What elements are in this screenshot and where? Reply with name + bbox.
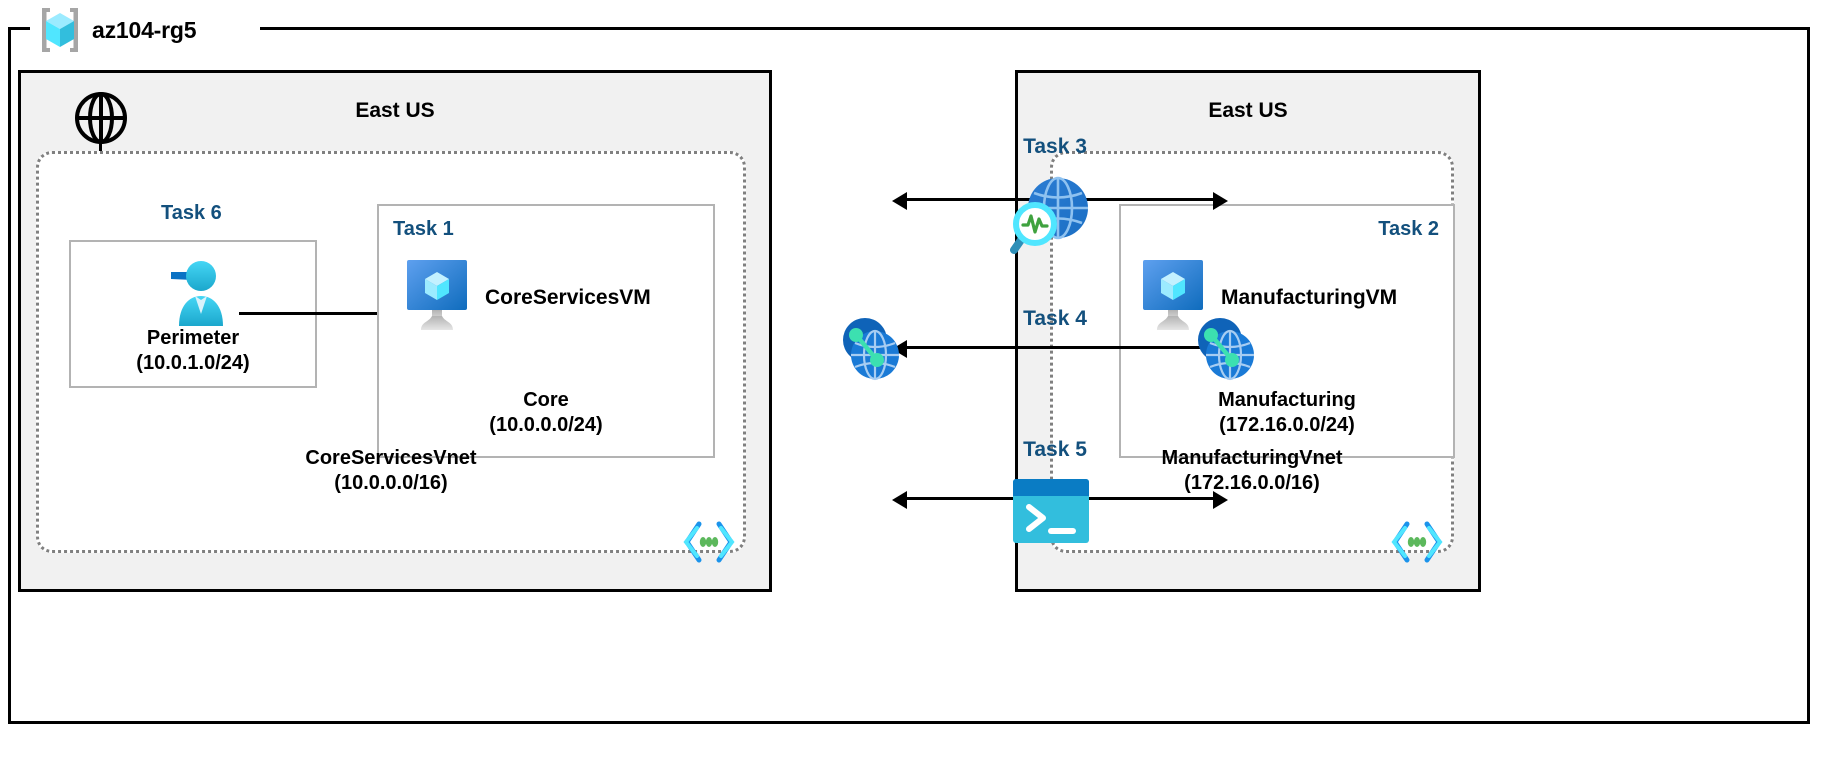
resource-group-name: az104-rg5 bbox=[92, 16, 197, 43]
vnet-label-coreservicesvnet: CoreServicesVnet (10.0.0.0/16) bbox=[39, 446, 743, 496]
resource-group-header: az104-rg5 bbox=[34, 4, 197, 56]
vnet-manufacturingvnet: Task 2 bbox=[1050, 151, 1455, 563]
vnet-label-manufacturingvnet: ManufacturingVnet (172.16.0.0/16) bbox=[1053, 446, 1451, 496]
task5-arrowhead-right bbox=[1213, 491, 1228, 509]
task-label-task5: Task 5 bbox=[1023, 438, 1087, 461]
resource-group-frame bbox=[8, 27, 1810, 724]
subnet-manufacturing-cidr: (172.16.0.0/24) bbox=[1219, 413, 1355, 436]
vnet-cidr-coreservicesvnet: (10.0.0.0/16) bbox=[334, 471, 448, 494]
subnet-core-caption: Core (10.0.0.0/24) bbox=[379, 388, 713, 438]
bastion-user-icon bbox=[71, 256, 315, 330]
virtual-machine-icon bbox=[1141, 258, 1207, 337]
region-east-us-right: East US Task 2 bbox=[1015, 70, 1481, 592]
vnet-peering-icon bbox=[838, 312, 904, 386]
task3-arrowhead-left bbox=[892, 192, 907, 210]
vnet-cidr-manufacturingvnet: (172.16.0.0/16) bbox=[1184, 471, 1320, 494]
vm-manufacturingvm: ManufacturingVM bbox=[1141, 258, 1397, 337]
resource-group-cube-icon bbox=[34, 4, 86, 56]
task-label-task3: Task 3 bbox=[1023, 135, 1087, 158]
vm-coreservicesvm: CoreServicesVM bbox=[405, 258, 651, 337]
vnet-name-coreservicesvnet: CoreServicesVnet bbox=[305, 446, 477, 469]
network-watcher-icon bbox=[1004, 168, 1100, 269]
subnet-manufacturing-caption: Manufacturing (172.16.0.0/24) bbox=[1121, 388, 1453, 438]
globe-icon bbox=[74, 91, 128, 145]
perimeter-to-core-line bbox=[239, 312, 387, 315]
region-east-us-left: East US bbox=[18, 70, 772, 592]
task-label-task4: Task 4 bbox=[1023, 307, 1087, 330]
subnet-manufacturing: Task 2 bbox=[1119, 204, 1455, 458]
vnet-name-manufacturingvnet: ManufacturingVnet bbox=[1161, 446, 1343, 469]
virtual-machine-icon bbox=[405, 258, 471, 337]
task-label-task6: Task 6 bbox=[161, 202, 222, 224]
subnet-core-cidr: (10.0.0.0/24) bbox=[489, 413, 603, 436]
vnet-coreservicesvnet: Perimeter (10.0.1.0/24) Task 6 Task 1 bbox=[36, 151, 746, 563]
task5-arrowhead-left bbox=[892, 491, 907, 509]
vm-name-coreservicesvm: CoreServicesVM bbox=[485, 285, 651, 309]
task3-arrowhead-right bbox=[1213, 192, 1228, 210]
region-title-left: East US bbox=[355, 99, 435, 122]
subnet-perimeter-caption: Perimeter (10.0.1.0/24) bbox=[71, 326, 315, 376]
region-title-right: East US bbox=[1208, 99, 1288, 122]
code-brackets-icon bbox=[1391, 520, 1443, 564]
code-brackets-icon bbox=[683, 520, 735, 564]
subnet-perimeter-name: Perimeter bbox=[146, 326, 240, 349]
vnet-peering-icon bbox=[1193, 312, 1259, 386]
task4-connector-line bbox=[900, 346, 1220, 349]
task-label-task2: Task 2 bbox=[1378, 218, 1439, 240]
task-label-task1: Task 1 bbox=[393, 218, 454, 240]
vm-name-manufacturingvm: ManufacturingVM bbox=[1221, 285, 1398, 309]
subnet-core-name: Core bbox=[523, 388, 569, 411]
cloud-shell-icon bbox=[1011, 477, 1091, 550]
subnet-perimeter-cidr: (10.0.1.0/24) bbox=[136, 351, 250, 374]
subnet-core: Task 1 bbox=[377, 204, 715, 458]
subnet-manufacturing-name: Manufacturing bbox=[1218, 388, 1356, 411]
